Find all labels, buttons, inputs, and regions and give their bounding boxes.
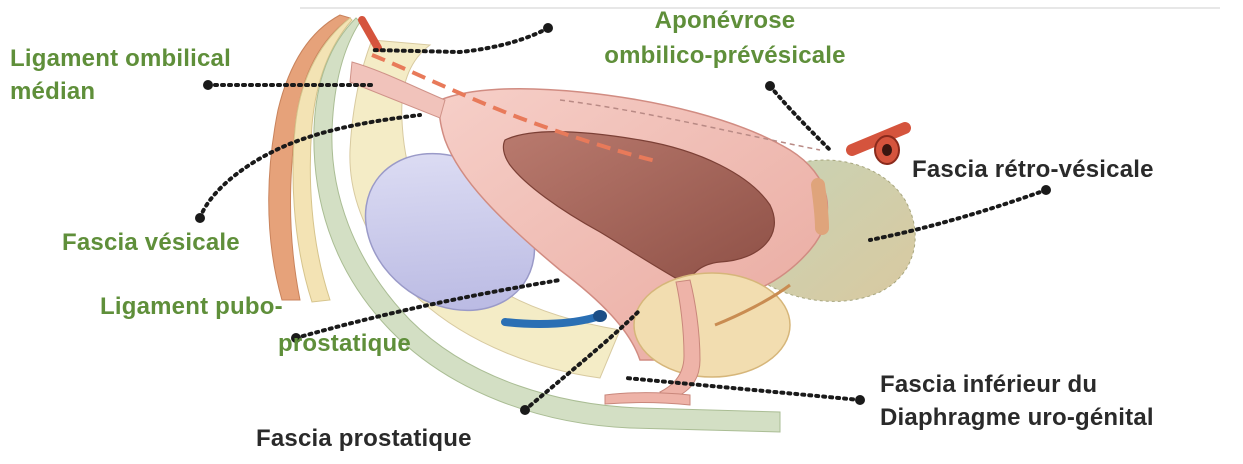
label-ligament-ombilical-line2: médian [10, 77, 231, 106]
leader-aponevrose-right [770, 86, 830, 150]
label-aponevrose-line1: Aponévrose [570, 6, 880, 35]
label-ligament-pubo: Ligament pubo- prostatique [100, 292, 411, 358]
label-fascia-inferieur: Fascia inférieur du Diaphragme uro-génit… [880, 370, 1154, 432]
label-aponevrose-line2: ombilico-prévésicale [570, 41, 880, 70]
label-fascia-inferieur-line1: Fascia inférieur du [880, 370, 1154, 399]
prostate [634, 273, 790, 377]
label-fascia-prostatique: Fascia prostatique [256, 424, 472, 453]
label-fascia-inferieur-line2: Diaphragme uro-génital [880, 403, 1154, 432]
label-ligament-pubo-line2: prostatique [100, 329, 411, 358]
label-fascia-vesicale: Fascia vésicale [62, 228, 240, 257]
artery-right [852, 128, 905, 164]
membranous-urethra [605, 393, 690, 405]
label-aponevrose: Aponévrose ombilico-prévésicale [570, 6, 880, 70]
label-ligament-ombilical: Ligament ombilical médian [10, 44, 231, 106]
label-fascia-retro: Fascia rétro-vésicale [912, 155, 1154, 184]
vein-section [593, 310, 607, 322]
label-ligament-ombilical-line1: Ligament ombilical [10, 44, 231, 73]
label-ligament-pubo-line1: Ligament pubo- [100, 292, 411, 321]
ureter [818, 185, 822, 228]
